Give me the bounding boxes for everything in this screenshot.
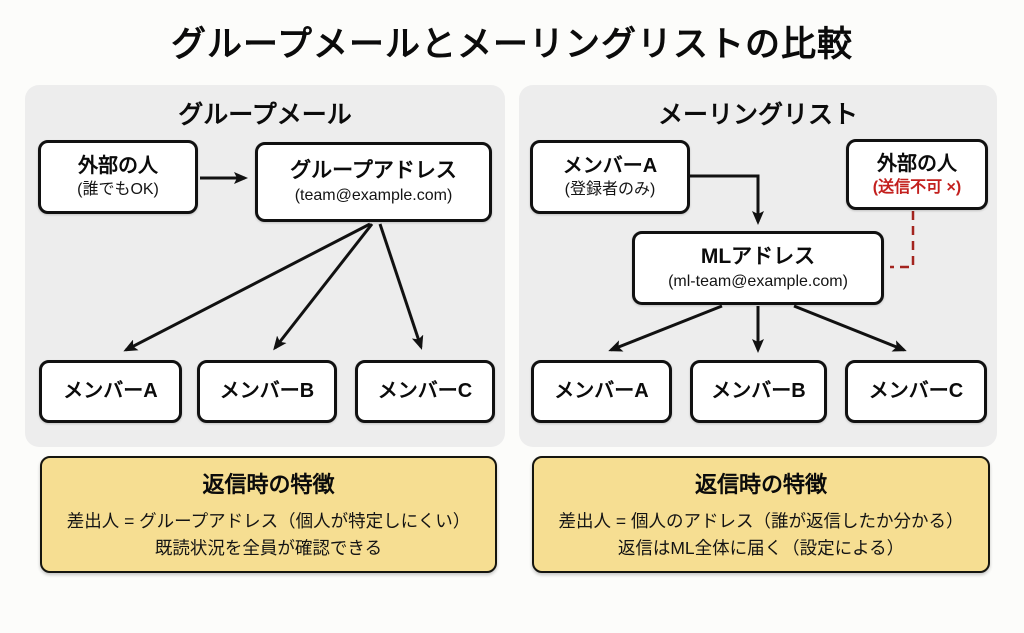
group-mail-heading: グループメール	[178, 101, 352, 129]
mailing-list-reply-note-line1: 差出人 = 個人のアドレス（誰が返信したか分かる）	[558, 510, 964, 531]
group-mail-reply-note: 返信時の特徴 差出人 = グループアドレス（個人が特定しにくい） 既読状況を全員…	[40, 456, 497, 573]
group-mail-reply-note-line2: 既読状況を全員が確認できる	[154, 538, 383, 558]
external-sender-box: 外部の人 (誰でもOK)	[38, 140, 198, 214]
ml-external-blocked-sublabel: (送信不可 ×)	[872, 178, 962, 196]
group-address-box: グループアドレス (team@example.com)	[255, 142, 492, 222]
ml-member-sender-sublabel: (登録者のみ)	[564, 181, 656, 198]
group-address-label: グループアドレス	[290, 159, 457, 183]
ml-member-c-box: メンバーC	[845, 360, 987, 423]
ml-member-a-label: メンバーA	[554, 380, 649, 402]
group-member-b-label: メンバーB	[219, 380, 315, 402]
ml-member-b-label: メンバーB	[711, 380, 806, 402]
ml-external-blocked-box: 外部の人 (送信不可 ×)	[846, 139, 988, 210]
group-member-c-box: メンバーC	[355, 360, 495, 423]
group-mail-reply-note-line1: 差出人 = グループアドレス（個人が特定しにくい）	[66, 510, 471, 531]
group-address-sublabel: (team@example.com)	[294, 186, 453, 204]
mailing-list-reply-note: 返信時の特徴 差出人 = 個人のアドレス（誰が返信したか分かる） 返信はML全体…	[532, 456, 990, 573]
ml-address-box: MLアドレス (ml-team@example.com)	[632, 231, 884, 305]
group-member-a-label: メンバーA	[63, 380, 158, 402]
mailing-list-reply-note-title: 返信時の特徴	[694, 471, 827, 497]
ml-member-sender-label: メンバーA	[562, 155, 658, 177]
external-sender-label: 外部の人	[78, 155, 158, 177]
group-member-c-label: メンバーC	[377, 380, 473, 402]
ml-member-b-box: メンバーB	[690, 360, 827, 423]
ml-address-sublabel: (ml-team@example.com)	[668, 272, 848, 290]
group-mail-reply-note-title: 返信時の特徴	[202, 471, 335, 497]
ml-member-a-box: メンバーA	[531, 360, 672, 423]
ml-member-c-label: メンバーC	[868, 380, 964, 402]
mailing-list-heading: メーリングリスト	[657, 101, 858, 129]
group-member-b-box: メンバーB	[197, 360, 337, 423]
ml-address-label: MLアドレス	[700, 245, 816, 269]
ml-member-sender-box: メンバーA (登録者のみ)	[530, 140, 690, 214]
group-member-a-box: メンバーA	[39, 360, 182, 423]
mailing-list-reply-note-line2: 返信はML全体に届く（設定による）	[617, 538, 905, 558]
external-sender-sublabel: (誰でもOK)	[77, 181, 159, 198]
page-title: グループメールとメーリングリストの比較	[171, 25, 853, 64]
ml-external-blocked-label: 外部の人	[877, 152, 957, 175]
